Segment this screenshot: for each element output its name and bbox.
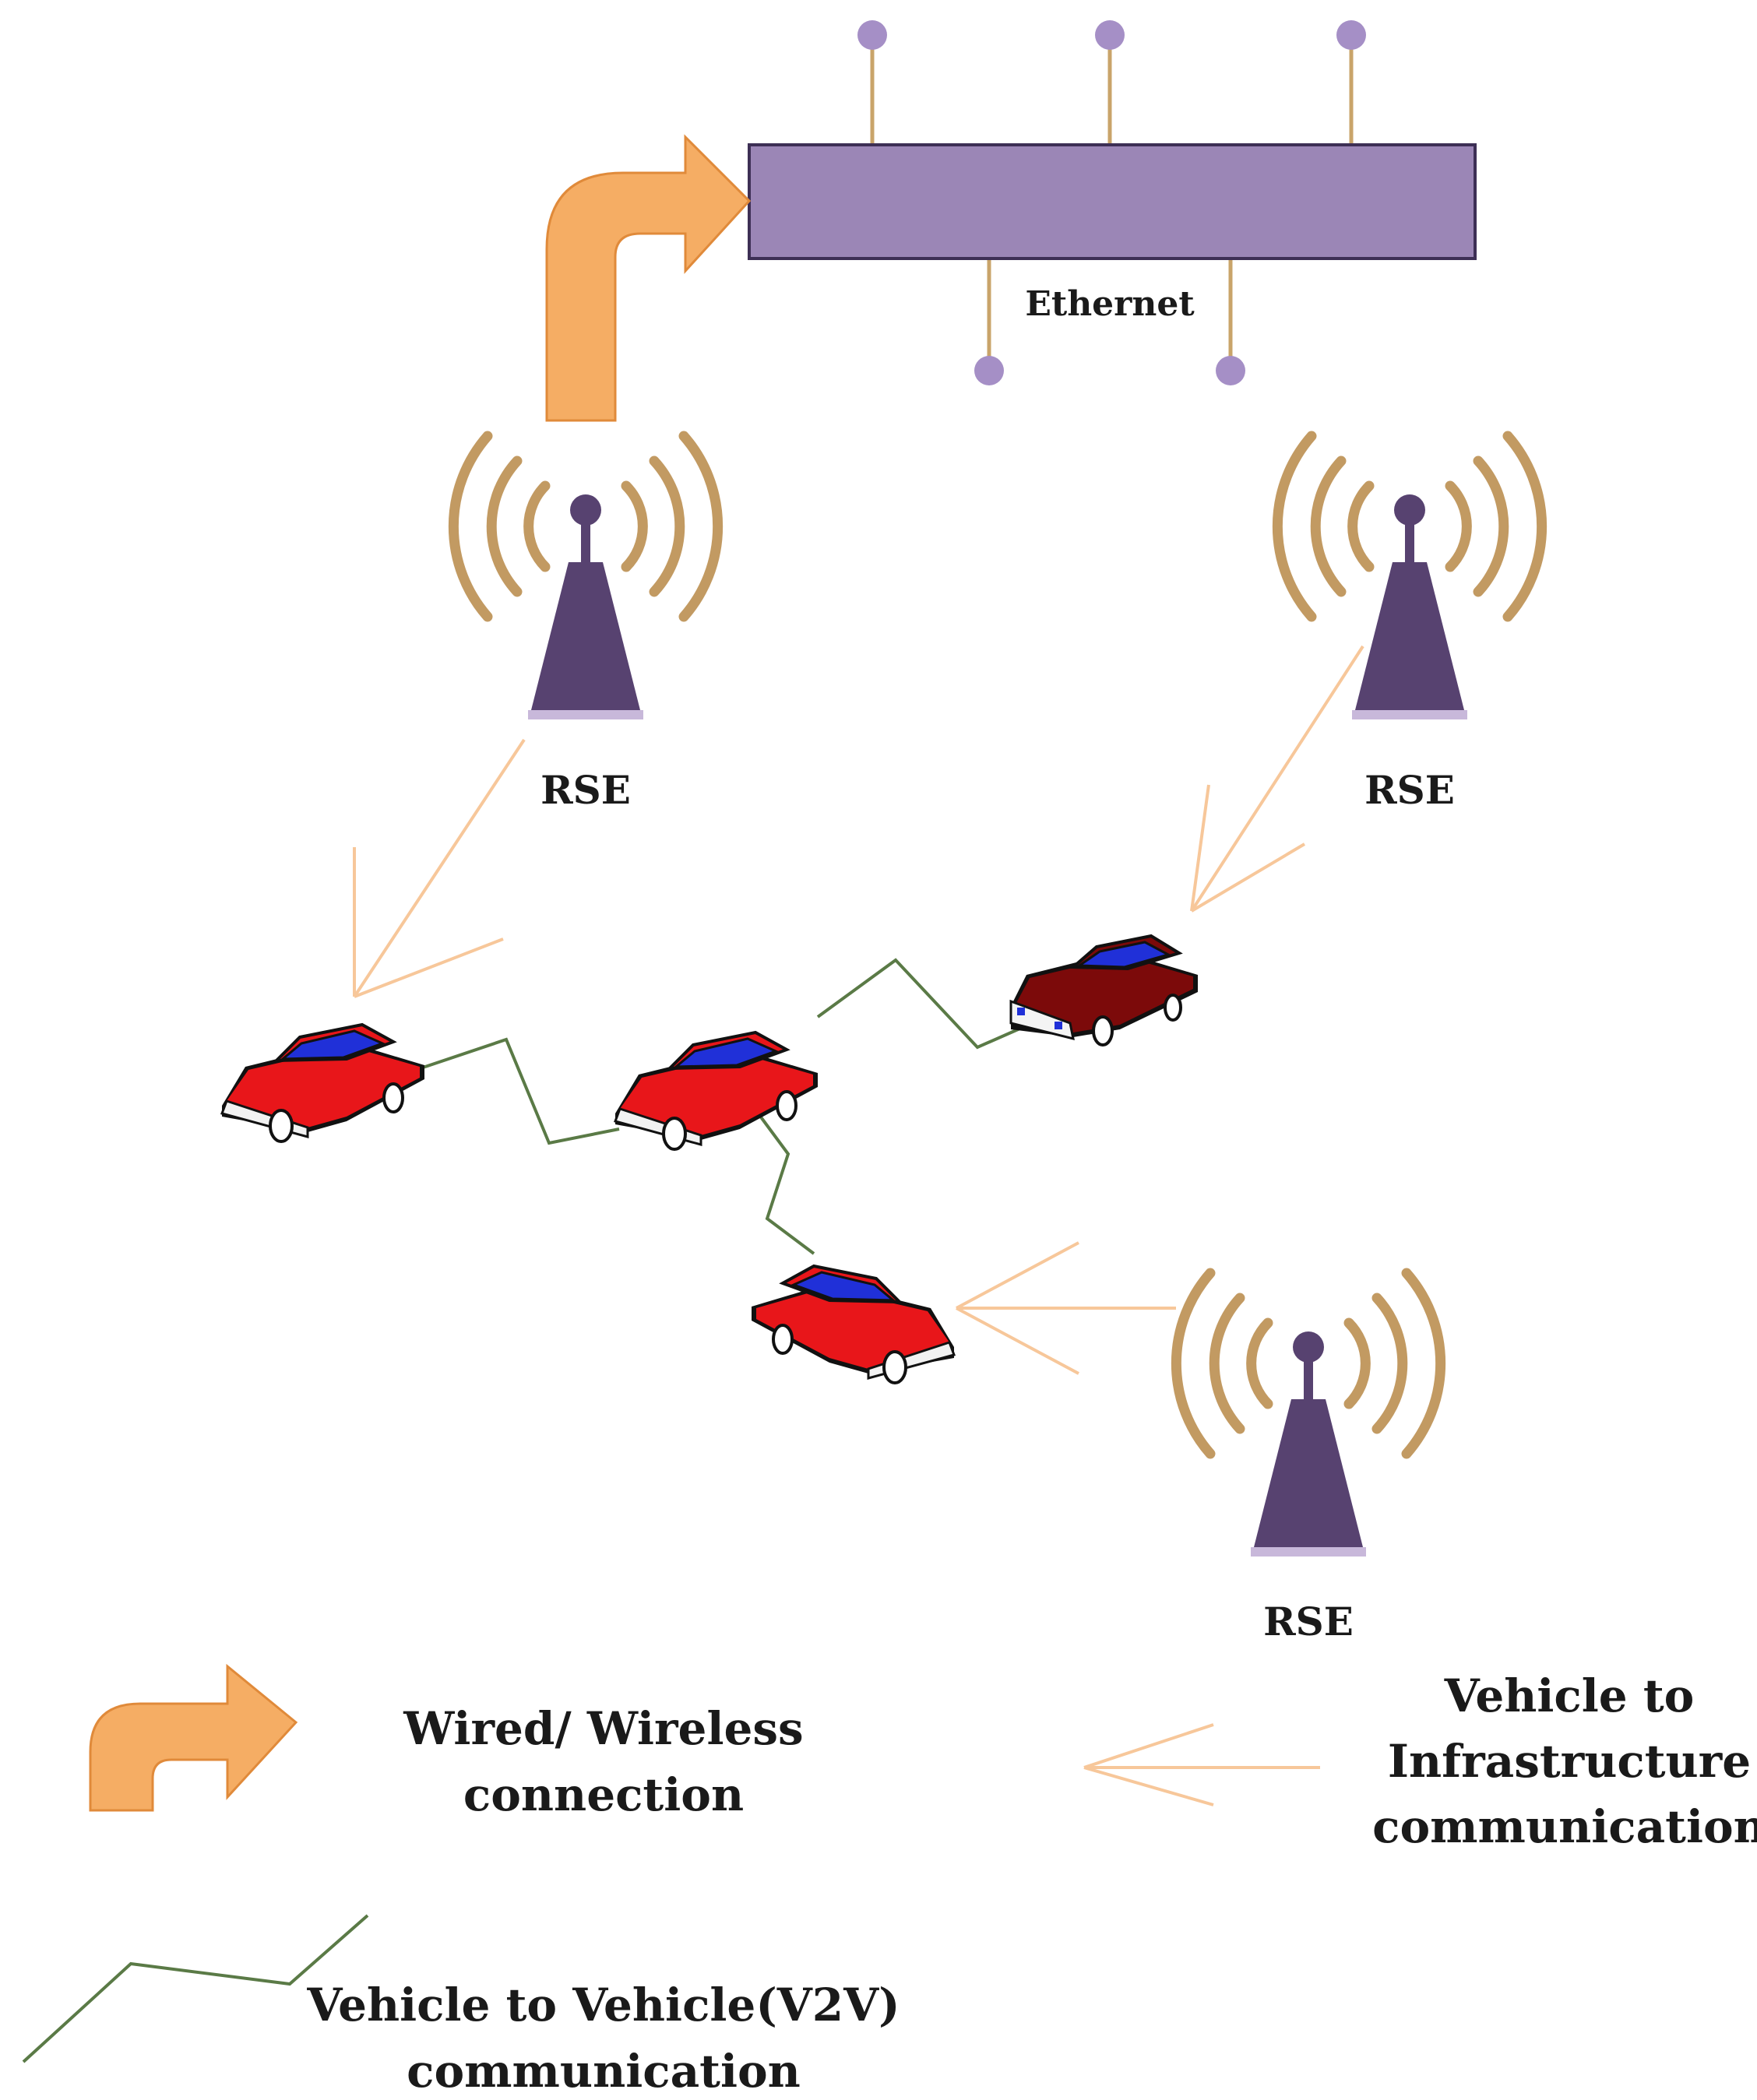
legend-v2v-line2: communication: [407, 2045, 801, 2098]
car-bottom: [750, 1265, 956, 1384]
legend-v2i-line1: Vehicle to: [1444, 1669, 1695, 1722]
legend-wired-arrow-icon: [89, 1663, 298, 1812]
ethernet-label: Ethernet: [1025, 284, 1195, 324]
wired-connection-arrow-shape: [545, 134, 752, 422]
car-center: [614, 1031, 819, 1151]
legend-wired-line1: Wired/ Wireless: [403, 1702, 803, 1755]
legend-wired-line2: connection: [463, 1768, 744, 1821]
legend-v2v-line-icon: [22, 1914, 369, 2063]
rse-tower-bottom: RSE: [1176, 1273, 1440, 1644]
ethernet-node: [1216, 356, 1245, 385]
rse-label: RSE: [1364, 767, 1455, 813]
v2i-link-right: [1190, 645, 1364, 913]
ethernet-node: [1336, 20, 1366, 50]
ethernet-node: [857, 20, 887, 50]
ethernet-node: [1095, 20, 1125, 50]
legend-v2i-arrow-icon: [1083, 1723, 1320, 1806]
car-dark-right: [1009, 934, 1199, 1046]
v2i-link-left: [353, 738, 526, 998]
rse-label: RSE: [1263, 1599, 1354, 1644]
legend-v2i-line2: Infrastructure: [1388, 1735, 1751, 1788]
legend-v2v: Vehicle to Vehicle(V2V) communication: [22, 1914, 900, 2098]
ethernet-bus: Ethernet: [748, 20, 1477, 385]
car-left: [220, 1023, 426, 1143]
v2v-links: [420, 958, 1037, 1255]
legend-wired-wireless: Wired/ Wireless connection: [89, 1663, 804, 1821]
legend-v2i: Vehicle to Infrastructure communication: [1083, 1669, 1757, 1853]
rse-tower-left: RSE: [453, 436, 717, 813]
ethernet-node: [974, 356, 1004, 385]
rse-label: RSE: [540, 767, 631, 813]
v2i-link-bottom: [956, 1241, 1176, 1375]
rse-tower-right: RSE: [1277, 436, 1541, 813]
legend-v2v-line1: Vehicle to Vehicle(V2V): [306, 1979, 900, 2031]
ethernet-bar: [748, 143, 1477, 260]
legend-v2i-line3: communication: [1372, 1800, 1757, 1853]
